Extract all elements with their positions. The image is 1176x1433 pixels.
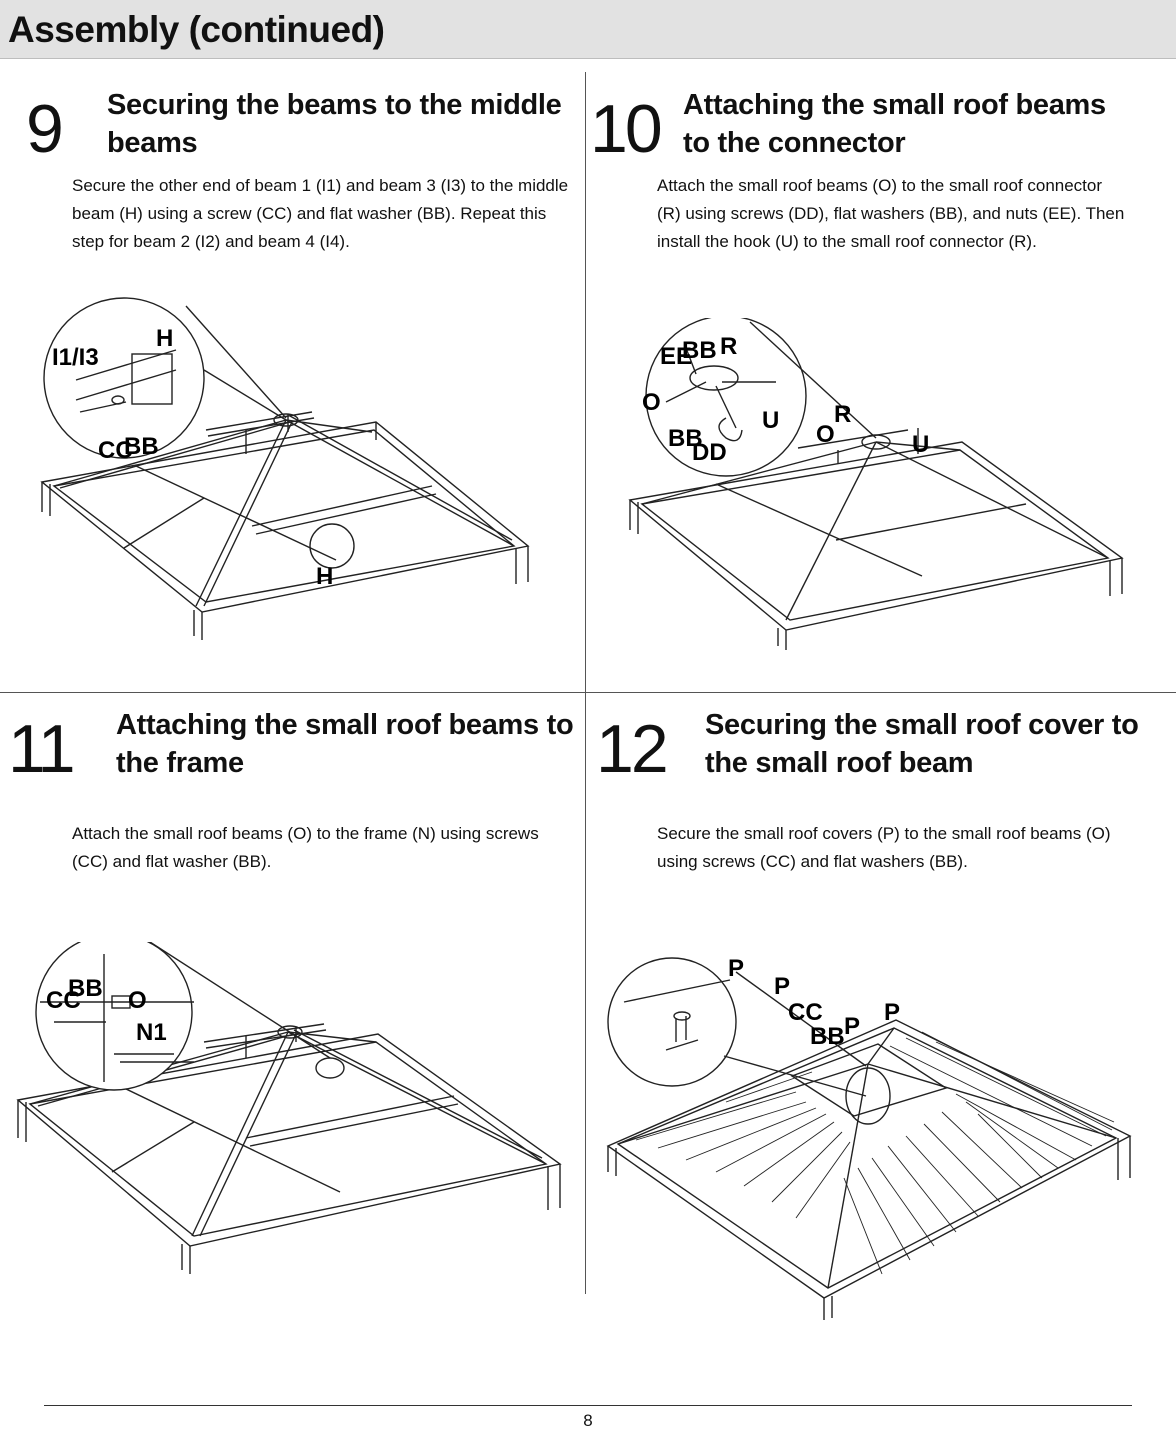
label-u-main: U xyxy=(912,431,929,458)
step-12-text-line2: using screws (CC) and flat washers (BB). xyxy=(657,852,968,871)
label-u-detail: U xyxy=(762,407,779,434)
label-i1-i3: I1/I3 xyxy=(52,344,99,371)
step-12-illustration: P P CC BB P P xyxy=(606,946,1136,1326)
step-9-text-line3: step for beam 2 (I2) and beam 4 (I4). xyxy=(72,232,350,251)
label-p-3: P xyxy=(844,1013,860,1040)
step-12-number: 12 xyxy=(596,711,669,787)
step-9-text-line2: beam (H) using a screw (CC) and flat was… xyxy=(72,204,547,223)
step-10-title-line2: to the connector xyxy=(683,127,906,159)
label-p-2: P xyxy=(774,973,790,1000)
step-11-description: Attach the small roof beams (O) to the f… xyxy=(72,820,539,876)
label-cc: CC xyxy=(98,437,133,464)
page-title: Assembly (continued) xyxy=(8,9,385,50)
step-10-number: 10 xyxy=(590,91,663,167)
label-bb-top: BB xyxy=(682,337,717,364)
step-11-text-line1: Attach the small roof beams (O) to the f… xyxy=(72,824,539,843)
page-number: 8 xyxy=(583,1411,593,1430)
step-10-title-line1: Attaching the small roof beams xyxy=(683,89,1106,121)
horizontal-divider xyxy=(0,692,1176,693)
label-p-1: P xyxy=(728,955,744,982)
step-10-title: Attaching the small roof beams to the co… xyxy=(683,86,1106,162)
label-cc: CC xyxy=(788,999,823,1026)
label-bb-bottom: BB xyxy=(668,425,703,452)
step-11-illustration: CC BB O N1 xyxy=(14,942,566,1282)
label-h-top: H xyxy=(156,325,173,352)
step-9-text-line1: Secure the other end of beam 1 (I1) and … xyxy=(72,176,569,195)
step-9-illustration: I1/I3 H CC BB H xyxy=(36,290,536,650)
label-dd: DD xyxy=(692,439,727,466)
label-h-bottom: H xyxy=(316,563,333,590)
footer-rule xyxy=(44,1405,1132,1406)
step-10-text-line3: install the hook (U) to the small roof c… xyxy=(657,232,1037,251)
step-11-number: 11 xyxy=(8,711,76,787)
label-n1: N1 xyxy=(136,1019,167,1046)
label-o: O xyxy=(128,987,147,1014)
step-9-number: 9 xyxy=(26,91,64,167)
step-11-title-line1: Attaching the small roof beams to xyxy=(116,709,574,741)
step-12-text-line1: Secure the small roof covers (P) to the … xyxy=(657,824,1111,843)
label-o-detail: O xyxy=(642,389,661,416)
step-12-description: Secure the small roof covers (P) to the … xyxy=(657,820,1111,876)
step-11-title: Attaching the small roof beams to the fr… xyxy=(116,706,574,782)
step-10-text-line2: (R) using screws (DD), flat washers (BB)… xyxy=(657,204,1125,223)
step-12-title-line2: the small roof beam xyxy=(705,747,974,779)
step-10-description: Attach the small roof beams (O) to the s… xyxy=(657,172,1124,256)
step-11-title-line2: the frame xyxy=(116,747,244,779)
step-10-illustration: EE BB R O U BB DD O R U xyxy=(626,318,1126,658)
step-12-title: Securing the small roof cover to the sma… xyxy=(705,706,1139,782)
label-ee: EE xyxy=(660,343,692,370)
label-r-main: R xyxy=(834,401,851,428)
label-bb: BB xyxy=(124,433,159,460)
label-bb: BB xyxy=(810,1023,845,1050)
label-p-4: P xyxy=(884,999,900,1026)
label-r-detail: R xyxy=(720,333,737,360)
vertical-divider xyxy=(585,72,586,1294)
label-cc: CC xyxy=(46,987,81,1014)
step-9-title: Securing the beams to the middle beams xyxy=(107,86,562,162)
step-9-title-line2: beams xyxy=(107,127,198,159)
header-bar: Assembly (continued) xyxy=(0,0,1176,59)
label-o-main: O xyxy=(816,421,835,448)
step-9-description: Secure the other end of beam 1 (I1) and … xyxy=(72,172,568,256)
label-bb: BB xyxy=(68,975,103,1002)
step-9-title-line1: Securing the beams to the middle xyxy=(107,89,562,121)
step-11-text-line2: (CC) and flat washer (BB). xyxy=(72,852,272,871)
step-10-text-line1: Attach the small roof beams (O) to the s… xyxy=(657,176,1103,195)
step-12-title-line1: Securing the small roof cover to xyxy=(705,709,1139,741)
